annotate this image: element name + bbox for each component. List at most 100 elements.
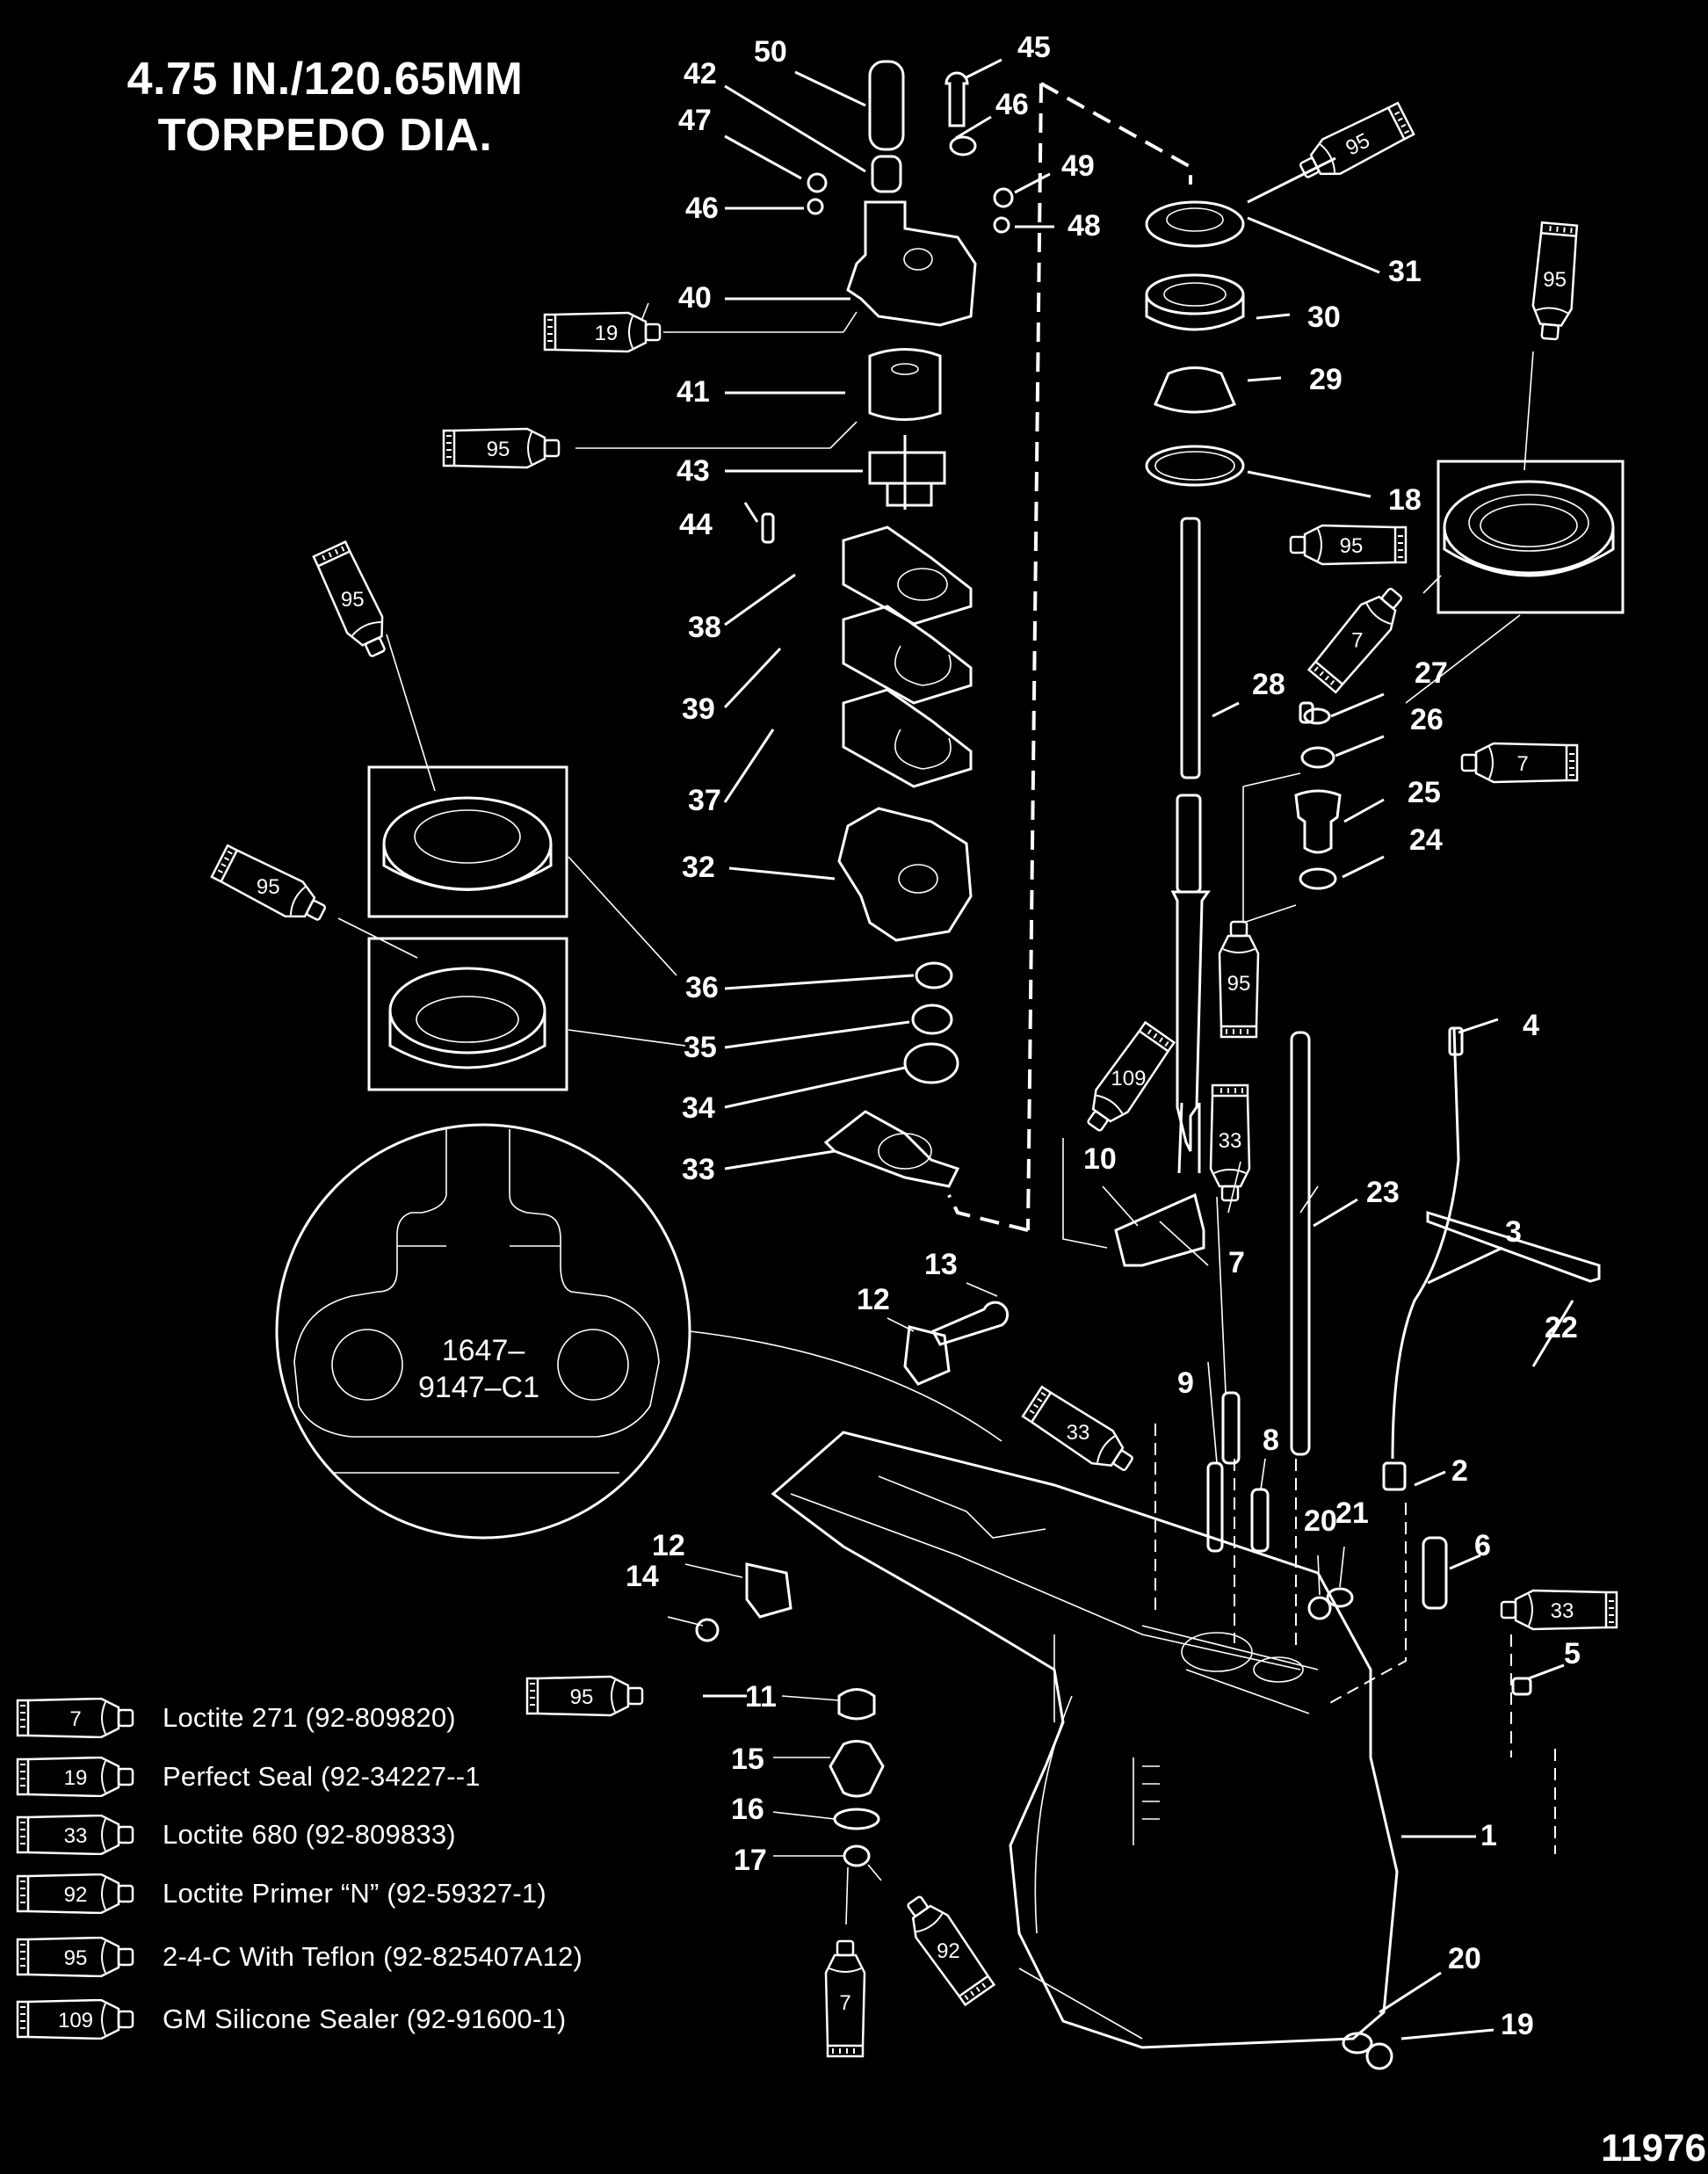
sealant-tube-95-left-top: 95 [310,540,397,663]
label-part-46-left: 46 [685,192,719,225]
label-part-18: 18 [1388,483,1422,517]
label-part-12-upper: 12 [857,1283,890,1316]
part-27-washer [1299,701,1314,724]
label-part-14: 14 [626,1560,659,1593]
part-46-washer [949,135,977,156]
detail-callout: 1647– 9147–C1 [275,1123,1002,1540]
sealant-tube-19: 19 [543,311,662,353]
sealant-tube-95-left-mid: 95 [209,843,332,932]
label-part-12-lower: 12 [652,1529,685,1562]
svg-text:7: 7 [69,1707,81,1731]
label-part-7: 7 [1228,1246,1245,1279]
part-6-stud [1422,1536,1448,1610]
label-part-44: 44 [679,508,713,541]
sealant-tube-icon: 7 [16,1698,134,1738]
label-part-15: 15 [731,1743,764,1776]
label-part-37: 37 [688,784,721,817]
sealant-tube-icon: 33 [16,1815,134,1855]
part-17-nut [843,1844,871,1867]
part-28-driveshaft-upper [1180,517,1201,779]
part-23-stud [1290,1031,1311,1456]
part-43-impeller [868,435,946,510]
detail-code-line-2: 9147–C1 [418,1371,539,1404]
sealant-tube-33-vertical: 33 [1209,1083,1251,1202]
part-25-fitting [1294,789,1342,854]
part-15-pinion-gear [829,1740,885,1798]
label-part-11: 11 [745,1680,777,1714]
legend-item: 7 Loctite 271 (92-809820) [16,1696,456,1740]
label-part-25: 25 [1408,776,1441,809]
assembly-line-lower [947,1194,1029,1232]
legend-item: 19 Perfect Seal (92-34227--1 [16,1755,481,1799]
sealant-tube-95-pinion: 95 [525,1675,644,1717]
label-part-30: 30 [1307,301,1341,334]
label-part-8: 8 [1263,1424,1279,1457]
part-41-insert [868,348,942,421]
sealant-tube-109: 109 [1076,1020,1177,1140]
part-20-washer-lower [1342,2032,1373,2054]
svg-text:7: 7 [1351,629,1363,653]
title-line-1: 4.75 IN./120.65MM [127,54,524,105]
label-part-29: 29 [1309,363,1343,396]
part-19-screw [1365,2042,1393,2070]
assembly-line-shift [1154,1424,1556,1854]
svg-text:95: 95 [64,1946,88,1970]
sealant-tube-icon: 95 [16,1937,134,1977]
label-part-26: 26 [1410,703,1444,736]
sealant-tube-icon: 109 [16,1999,134,2040]
part-35-seal [911,1004,953,1035]
part-21-screw [1326,1587,1354,1608]
label-part-17: 17 [734,1844,767,1877]
bearing-detail-box [1437,460,1625,614]
label-part-13: 13 [924,1248,958,1281]
part-4-tip [1448,1026,1464,1056]
part-30-cup [1145,294,1245,331]
assembly-line-pump [1026,82,1192,1231]
svg-text:33: 33 [1067,1421,1090,1445]
leader-lines [640,58,1574,2040]
part-12-anode-lower [745,1562,792,1619]
part-33-gasket [823,1110,960,1188]
part-5-plug [1511,1677,1532,1696]
label-part-36: 36 [685,971,719,1004]
driveshaft-parts [1145,200,1625,1456]
part-2-fitting [1382,1461,1407,1491]
sealant-tube-7-right: 7 [1460,742,1579,784]
part-35-detail-box [367,937,568,1091]
legend-text: Perfect Seal (92-34227--1 [163,1761,481,1792]
part-14-nut [695,1618,720,1642]
label-part-47: 47 [678,104,712,137]
part-20-washer [1307,1596,1332,1620]
label-part-4: 4 [1523,1009,1539,1042]
svg-text:95: 95 [1543,268,1567,292]
part-47-nut [807,172,828,193]
legend-item: 109 GM Silicone Sealer (92-91600-1) [16,1997,566,2041]
legend-item: 92 Loctite Primer “N” (92-59327-1) [16,1872,546,1916]
sealant-tube-33-housing: 33 [1020,1384,1141,1482]
part-49-nut [993,187,1014,208]
shift-parts [695,1026,1601,1696]
legend-item: 33 Loctite 680 (92-809833) [16,1813,456,1857]
part-11-bearing [837,1688,876,1721]
sealant-tube-92-bottom: 92 [896,1888,997,2007]
part-8-screw [1250,1488,1270,1553]
label-part-2: 2 [1451,1454,1468,1488]
part-18-shim [1145,445,1245,487]
label-part-42: 42 [684,57,717,91]
svg-text:19: 19 [595,322,619,345]
part-50-sleeve [868,60,905,151]
part-28-driveshaft-lower [1176,794,1202,894]
svg-text:33: 33 [1219,1129,1242,1153]
label-part-23: 23 [1366,1176,1400,1209]
label-part-3: 3 [1505,1215,1522,1249]
label-part-24: 24 [1409,823,1443,857]
part-9-stud [1206,1461,1224,1553]
label-part-50: 50 [754,35,787,69]
part-7-stud [1221,1391,1241,1465]
svg-text:19: 19 [64,1766,88,1790]
part-31-nut [1145,200,1245,248]
sealant-tube-95-impeller: 95 [442,427,561,469]
svg-text:33: 33 [64,1824,88,1848]
label-part-31: 31 [1388,255,1422,288]
svg-text:109: 109 [1111,1067,1146,1091]
